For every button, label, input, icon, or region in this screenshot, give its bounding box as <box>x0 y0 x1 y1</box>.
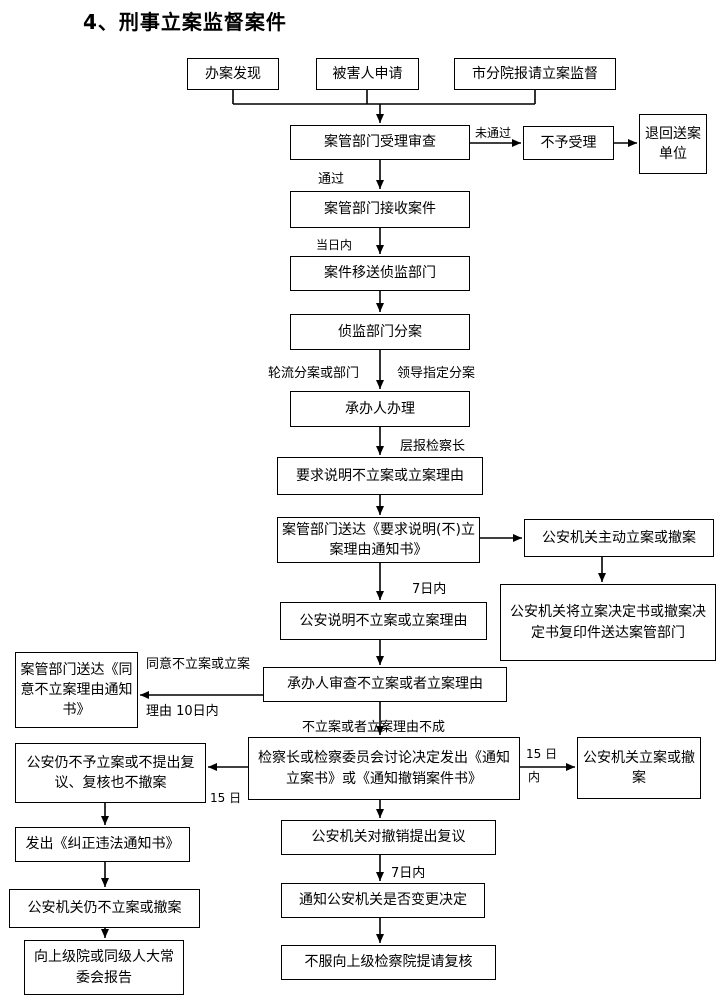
correct-notice-box: 发出《纠正违法通知书》 <box>15 827 190 862</box>
return-to-sender-box: 退回送案单位 <box>639 114 707 174</box>
label-15days-a: 15 日 <box>526 747 558 761</box>
source-victim-application: 被害人申请 <box>316 58 419 90</box>
still-no2-box: 公安机关仍不立案或撤案 <box>9 889 200 928</box>
handler-review-box: 承办人审查不立案或者立案理由 <box>263 667 507 702</box>
label-layer: 层报检察长 <box>400 439 466 454</box>
reject-box: 不予受理 <box>523 126 614 160</box>
case-management-review: 案管部门受理审查 <box>290 125 470 160</box>
police-copy-box: 公安机关将立案决定书或撤案决定书复印件送达案管部门 <box>500 584 716 661</box>
transfer-case-box: 案件移送侦监部门 <box>290 256 470 291</box>
label-rotate: 轮流分案或部门 <box>268 366 360 381</box>
label-15days-b: 15 日 <box>210 791 242 805</box>
label-7days-a: 7日内 <box>412 582 447 597</box>
label-reason-10days: 理由 10日内 <box>146 704 219 719</box>
report-box: 向上级院或同级人大常委会报告 <box>24 940 184 995</box>
handler-box: 承办人办理 <box>290 391 470 427</box>
police-do-box: 公安机关立案或撤案 <box>577 737 701 799</box>
agree-notice-box: 案管部门送达《同意不立案理由通知书》 <box>15 652 138 728</box>
label-not-pass: 未通过 <box>475 126 512 140</box>
request-explanation-box: 要求说明不立案或立案理由 <box>277 457 483 495</box>
deliver-notice-box: 案管部门送达《要求说明(不)立案理由通知书》 <box>277 517 480 563</box>
decide-box: 检察长或检察委员会讨论决定发出《通知立案书》或《通知撤销案件书》 <box>248 737 520 800</box>
source-case-discovery: 办案发现 <box>187 58 279 90</box>
label-pass: 通过 <box>318 172 345 187</box>
notify-box: 通知公安机关是否变更决定 <box>281 883 485 918</box>
receive-case-box: 案管部门接收案件 <box>290 191 470 228</box>
label-same-day: 当日内 <box>316 238 353 252</box>
page-title: 4、刑事立案监督案件 <box>83 10 287 34</box>
source-branch-report: 市分院报请立案监督 <box>454 58 616 90</box>
label-7days-b: 7日内 <box>391 866 426 881</box>
label-leader: 领导指定分案 <box>397 366 476 381</box>
police-active-box: 公安机关主动立案或撤案 <box>524 519 714 557</box>
appeal-box: 不服向上级检察院提请复核 <box>281 945 496 980</box>
assign-case-box: 侦监部门分案 <box>290 314 470 350</box>
label-reason-fail: 不立案或者立案理由不成 <box>302 720 446 735</box>
label-15days-a-2: 内 <box>528 770 541 784</box>
still-no-box: 公安仍不予立案或不提出复议、复核也不撤案 <box>15 743 206 803</box>
police-explain-box: 公安说明不立案或立案理由 <box>280 602 487 640</box>
label-agree: 同意不立案或立案 <box>146 657 251 672</box>
reconsider-box: 公安机关对撤销提出复议 <box>281 820 496 855</box>
